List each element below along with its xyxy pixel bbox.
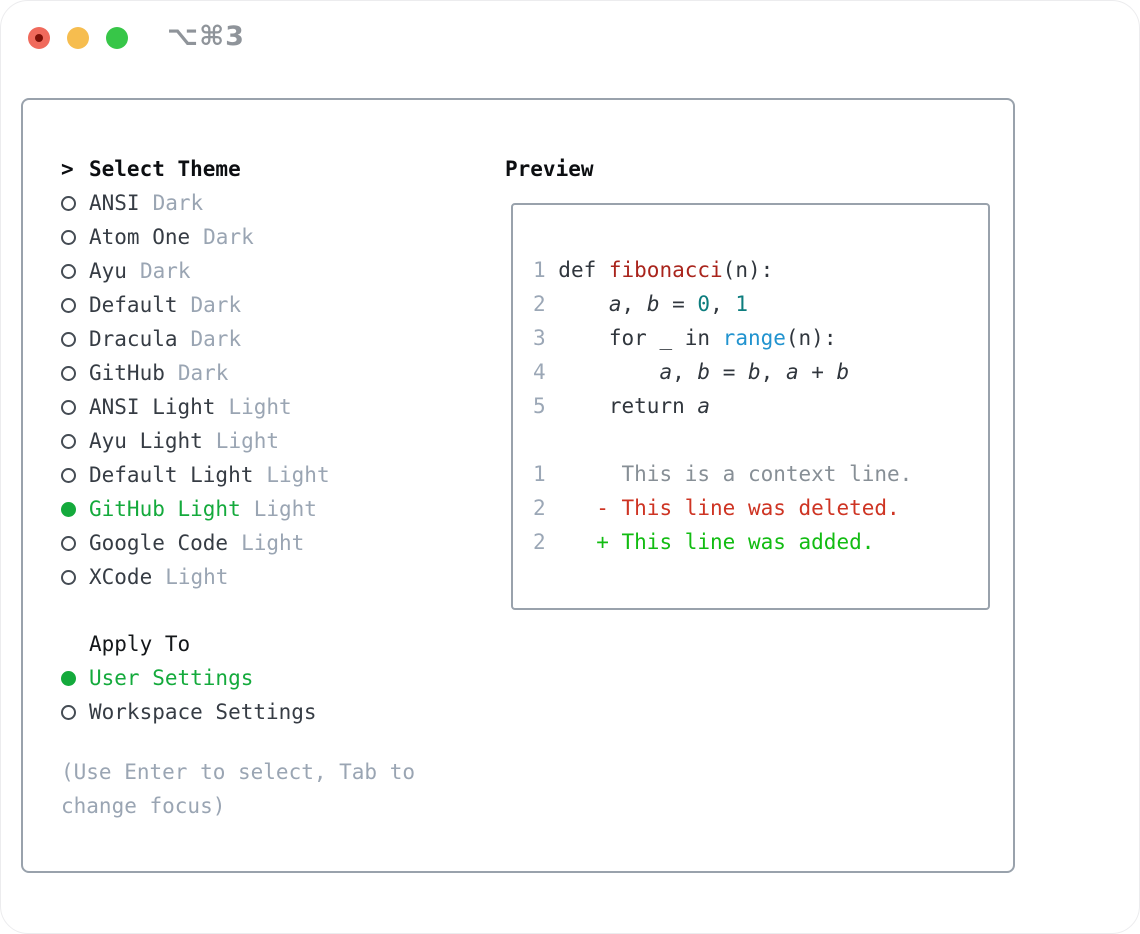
theme-item[interactable]: GitHub Dark (61, 356, 330, 390)
variant-tag: Light (165, 565, 229, 589)
preview-line: 5 return a (533, 394, 711, 418)
theme-item[interactable]: GitHub Light Light (61, 492, 330, 526)
theme-item[interactable]: Dracula Dark (61, 322, 330, 356)
theme-item[interactable]: Ayu Light Light (61, 424, 330, 458)
theme-item[interactable]: Ayu Dark (61, 254, 330, 288)
apply-to-header-row: Apply To (61, 627, 317, 661)
apply-to-header: Apply To (89, 632, 191, 656)
preview-line: 4 a, b = b, a + b (533, 360, 850, 384)
theme-item[interactable]: Default Light Light (61, 458, 330, 492)
radio-icon (61, 535, 76, 551)
close-button[interactable] (28, 27, 50, 49)
zoom-button[interactable] (106, 27, 128, 49)
theme-item-label: Ayu Light (89, 429, 203, 453)
radio-icon (61, 704, 76, 720)
theme-item[interactable]: Atom One Dark (61, 220, 330, 254)
theme-item[interactable]: Google Code Light (61, 526, 330, 560)
radio-icon (61, 569, 76, 585)
variant-tag: Dark (152, 191, 204, 215)
radio-icon (61, 297, 76, 313)
theme-item-label: Default (89, 293, 178, 317)
variant-tag: Dark (190, 327, 242, 351)
theme-item-label: XCode (89, 565, 153, 589)
radio-icon (61, 399, 76, 415)
hint-text: (Use Enter to select, Tab to change focu… (61, 760, 416, 818)
preview-line: 2 - This line was deleted. (533, 496, 900, 520)
theme-item-label: ANSI Light (89, 395, 216, 419)
theme-item-label: Dracula (89, 327, 178, 351)
traffic-lights (28, 27, 128, 49)
theme-item-label: GitHub (89, 361, 165, 385)
theme-item[interactable]: ANSI Dark (61, 186, 330, 220)
theme-item-label: Default Light (89, 463, 254, 487)
variant-tag: Dark (203, 225, 254, 249)
preview-code: 1 def fibonacci(n): 2 a, b = 0, 1 3 for _ … (533, 253, 912, 559)
preview-header: Preview (505, 157, 594, 181)
theme-item-label: Ayu (89, 259, 127, 283)
radio-icon (61, 331, 76, 347)
title-bar: ⌥⌘3 (1, 1, 1139, 75)
theme-item-label: Google Code (89, 531, 229, 555)
variant-tag: Dark (190, 293, 242, 317)
variant-tag: Light (241, 531, 305, 555)
theme-item-label: GitHub Light (89, 497, 241, 521)
variant-tag: Light (253, 497, 317, 521)
apply-item-label: Workspace Settings (89, 700, 317, 724)
preview-line: 1 def fibonacci(n): (533, 258, 774, 282)
radio-icon (61, 229, 76, 245)
theme-item[interactable]: Default Dark (61, 288, 330, 322)
variant-tag: Dark (177, 361, 229, 385)
radio-selected-icon (61, 501, 76, 517)
radio-icon (61, 467, 76, 483)
preview-line: 2 a, b = 0, 1 (533, 292, 749, 316)
variant-tag: Light (228, 395, 292, 419)
apply-item-label: User Settings (89, 666, 254, 690)
select-theme-header: Select Theme (89, 157, 241, 181)
theme-item-label: ANSI (89, 191, 140, 215)
theme-item[interactable]: XCode Light (61, 560, 330, 594)
theme-item[interactable]: ANSI Light Light (61, 390, 330, 424)
radio-icon (61, 263, 76, 279)
minimize-button[interactable] (67, 27, 89, 49)
radio-icon (61, 365, 76, 381)
prompt-icon: > (61, 157, 74, 181)
radio-selected-icon (61, 670, 76, 686)
preview-line: 2 + This line was added. (533, 530, 875, 554)
radio-icon (61, 433, 76, 449)
apply-item[interactable]: User Settings (61, 661, 317, 695)
theme-item-label: Atom One (89, 225, 191, 249)
preview-line: 1 This is a context line. (533, 462, 913, 486)
select-theme-header-row: > Select Theme (61, 152, 330, 186)
variant-tag: Dark (139, 259, 191, 283)
apply-item[interactable]: Workspace Settings (61, 695, 317, 729)
radio-icon (61, 195, 76, 211)
preview-box: 1 def fibonacci(n): 2 a, b = 0, 1 3 for _ … (511, 203, 990, 610)
window-title: ⌥⌘3 (167, 21, 245, 52)
variant-tag: Light (266, 463, 330, 487)
variant-tag: Light (215, 429, 280, 453)
preview-line: 3 for _ in range(n): (533, 326, 837, 350)
preview-line (533, 423, 912, 457)
